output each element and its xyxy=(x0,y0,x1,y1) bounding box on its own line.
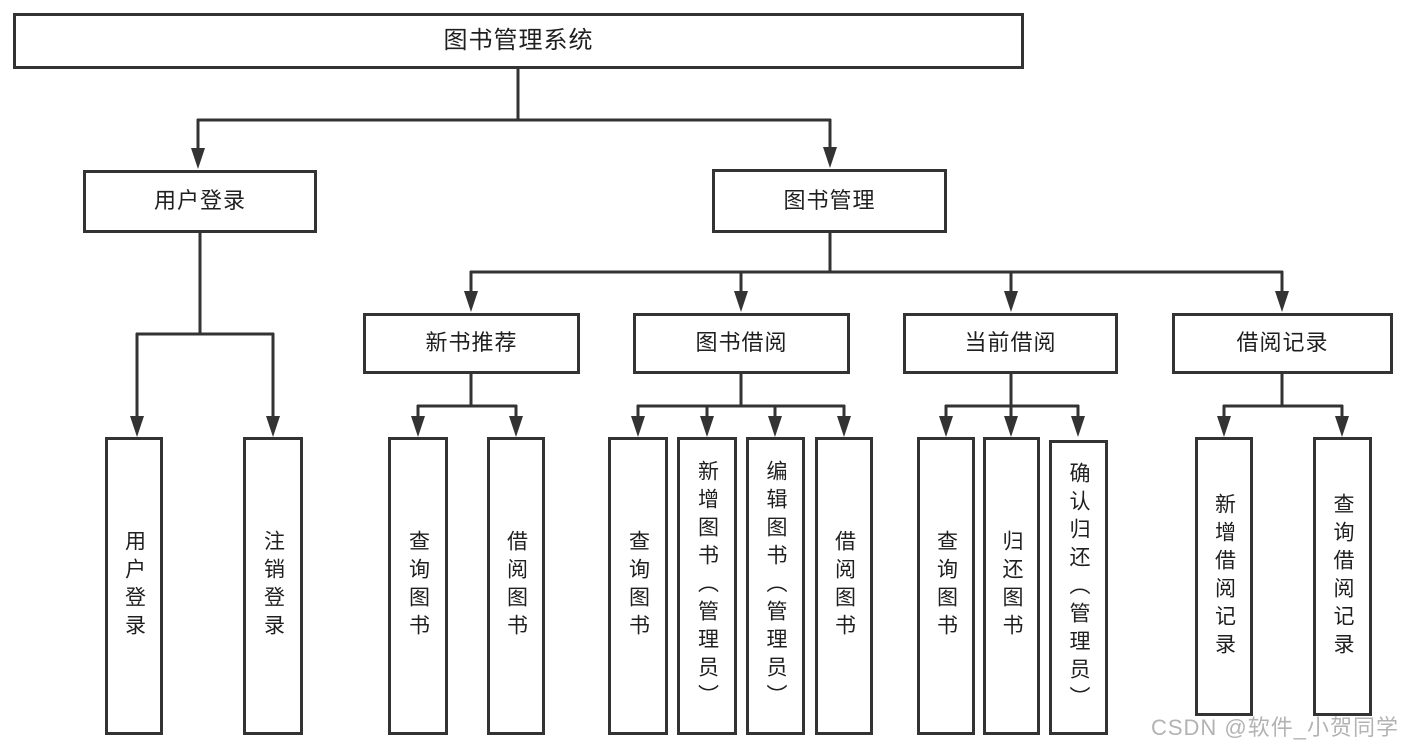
leaf-confirm-return-admin-label: 确认归还（管理员） xyxy=(1067,461,1091,714)
leaf-borrow-books-label: 借阅图书 xyxy=(832,530,856,642)
leaf-add-books-admin-label: 新增图书（管理员） xyxy=(695,460,719,712)
leaf-query-books-recommend: 查询图书 xyxy=(388,437,448,735)
leaf-edit-books-admin-label: 编辑图书（管理员） xyxy=(764,460,788,712)
leaf-user-login-label: 用户登录 xyxy=(122,530,146,642)
leaf-user-login: 用户登录 xyxy=(105,437,163,735)
node-root-label: 图书管理系统 xyxy=(443,26,594,54)
node-book-borrow-label: 图书借阅 xyxy=(695,330,788,356)
leaf-logout-label: 注销登录 xyxy=(261,530,285,642)
leaf-query-books-current: 查询图书 xyxy=(917,437,975,735)
leaf-borrow-books-recommend-label: 借阅图书 xyxy=(504,530,528,642)
leaf-query-borrow-record: 查询借阅记录 xyxy=(1313,437,1372,716)
node-book-management: 图书管理 xyxy=(712,169,947,233)
leaf-return-books: 归还图书 xyxy=(983,437,1040,735)
leaf-return-books-label: 归还图书 xyxy=(1000,530,1024,642)
node-book-borrow: 图书借阅 xyxy=(633,313,850,374)
node-new-book-recommend-label: 新书推荐 xyxy=(425,330,518,356)
node-current-borrow: 当前借阅 xyxy=(903,313,1118,374)
node-current-borrow-label: 当前借阅 xyxy=(964,330,1057,356)
node-book-management-label: 图书管理 xyxy=(783,187,876,213)
node-new-book-recommend: 新书推荐 xyxy=(363,313,580,374)
node-root: 图书管理系统 xyxy=(13,13,1024,69)
node-borrow-records-label: 借阅记录 xyxy=(1236,330,1329,356)
node-user-login: 用户登录 xyxy=(83,170,317,233)
leaf-query-books-borrow-label: 查询图书 xyxy=(626,530,650,642)
leaf-add-borrow-record-label: 新增借阅记录 xyxy=(1212,492,1236,661)
node-user-login-label: 用户登录 xyxy=(153,188,246,214)
leaf-query-books-borrow: 查询图书 xyxy=(608,437,668,735)
leaf-confirm-return-admin: 确认归还（管理员） xyxy=(1049,440,1108,735)
leaf-logout: 注销登录 xyxy=(243,437,303,735)
leaf-query-books-recommend-label: 查询图书 xyxy=(406,530,430,642)
leaf-borrow-books-recommend: 借阅图书 xyxy=(487,437,545,735)
node-borrow-records: 借阅记录 xyxy=(1172,313,1393,374)
leaf-query-books-current-label: 查询图书 xyxy=(934,530,958,642)
leaf-query-borrow-record-label: 查询借阅记录 xyxy=(1331,492,1355,661)
leaf-add-books-admin: 新增图书（管理员） xyxy=(677,437,737,735)
leaf-edit-books-admin: 编辑图书（管理员） xyxy=(746,437,805,735)
leaf-add-borrow-record: 新增借阅记录 xyxy=(1195,437,1253,716)
leaf-borrow-books: 借阅图书 xyxy=(815,437,873,735)
csdn-watermark: CSDN @软件_小贺同学 xyxy=(1150,715,1399,740)
